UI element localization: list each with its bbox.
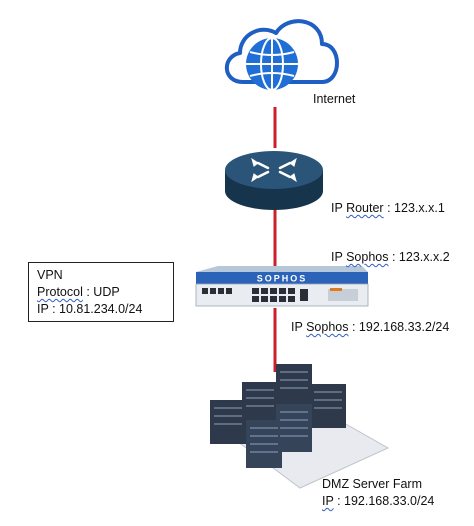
vpn-protocol: Protocol : UDP <box>37 285 120 299</box>
sophos-lan-ip-label: IP Sophos : 192.168.33.2/24 <box>291 320 450 334</box>
router-ip-label: IP Router : 123.x.x.1 <box>331 201 445 215</box>
sophos-wan-ip-label: IP Sophos : 123.x.x.2 <box>331 250 450 264</box>
vpn-info-box: VPN Protocol : UDP IP : 10.81.234.0/24 <box>28 262 174 322</box>
vpn-title: VPN <box>37 268 63 282</box>
firewall-appliance: SOPHOS <box>195 266 369 307</box>
server-farm-icon <box>210 364 390 489</box>
firewall-brand-label: SOPHOS <box>257 274 308 284</box>
internet-label: Internet <box>313 92 356 106</box>
router-icon <box>225 151 323 210</box>
server-farm-ip-label: IP : 192.168.33.0/24 <box>322 494 435 508</box>
server-farm-title: DMZ Server Farm <box>322 477 422 491</box>
vpn-ip: IP : 10.81.234.0/24 <box>37 302 143 316</box>
globe-icon <box>246 37 298 91</box>
